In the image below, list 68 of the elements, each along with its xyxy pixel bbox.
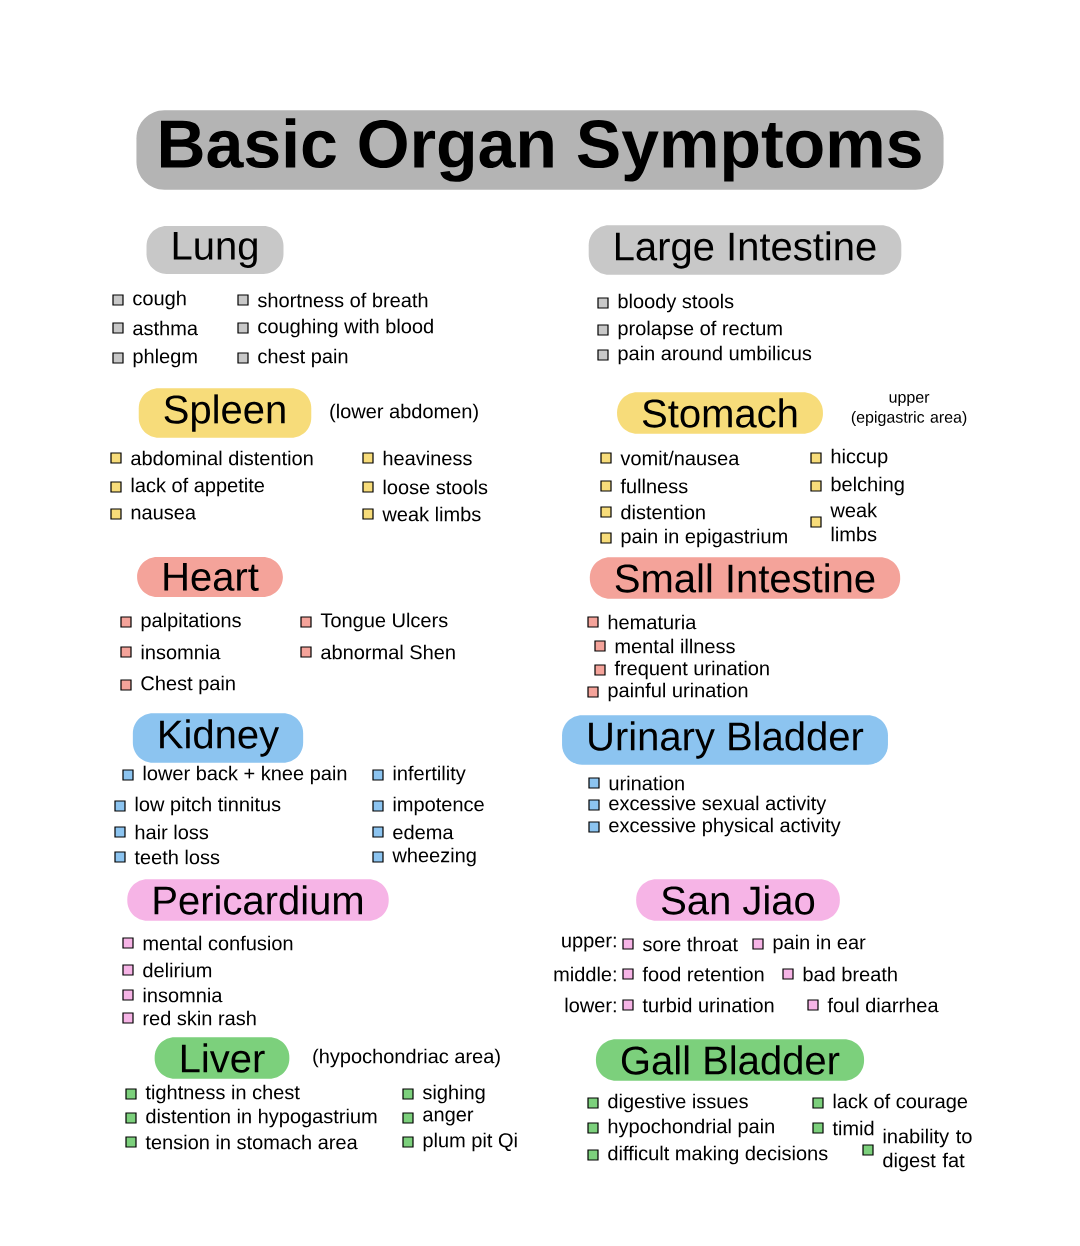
symptom-text: hiccup bbox=[831, 448, 888, 468]
symptom-text: pain around umbilicus bbox=[618, 345, 812, 365]
row-label: lower: bbox=[565, 997, 616, 1013]
symptom-text: Chest pain bbox=[141, 675, 235, 695]
heading-band: Liver bbox=[154, 1037, 290, 1079]
symptom-text: hypochondrial pain bbox=[608, 1118, 774, 1138]
symptom-text: wheezing bbox=[392, 847, 476, 867]
symptom-text: plum pit Qi bbox=[423, 1132, 517, 1152]
annotation-text: (lower abdomen) bbox=[330, 403, 478, 423]
heading-band: Pericardium bbox=[127, 879, 389, 921]
symptom-text: delirium bbox=[143, 962, 212, 978]
heading-band: Gall Bladder bbox=[595, 1039, 865, 1081]
symptom-text: weak limbs bbox=[382, 506, 481, 522]
symptom-text: tension in stomach area bbox=[145, 1134, 358, 1150]
symptom-text: hair loss bbox=[135, 824, 209, 840]
symptom-text: heaviness bbox=[383, 450, 472, 466]
symptom-text: bad breath bbox=[803, 966, 897, 982]
heading-band: Large Intestine bbox=[588, 225, 902, 275]
symptom-text: excessive physical activity bbox=[609, 817, 841, 837]
symptom-text: anger bbox=[423, 1110, 474, 1126]
symptom-text: pain in ear bbox=[773, 934, 866, 954]
symptom-text: timid bbox=[832, 1120, 874, 1136]
symptom-text: abnormal Shen bbox=[321, 644, 455, 660]
symptom-text: impotence bbox=[393, 796, 484, 816]
symptom-text: insomnia bbox=[143, 987, 223, 1003]
symptom-text: shortness of breath bbox=[257, 292, 428, 308]
symptom-text: nausea bbox=[131, 508, 196, 520]
symptom-text: mental illness bbox=[615, 638, 735, 654]
symptom-text: Tongue Ulcers bbox=[320, 612, 448, 632]
symptom-text: cough bbox=[133, 290, 186, 310]
symptom-text: sighing bbox=[422, 1084, 485, 1104]
symptom-text: prolapse of rectum bbox=[618, 320, 782, 340]
row-label: middle: bbox=[554, 966, 616, 982]
symptom-text: foul diarrhea bbox=[827, 997, 939, 1013]
symptom-text: turbid urination bbox=[642, 997, 774, 1013]
annotation-text: upper (epigastric area) bbox=[851, 394, 967, 426]
heading-band: Spleen bbox=[138, 388, 312, 438]
heading-band: Stomach bbox=[617, 392, 823, 434]
symptom-text: distention in hypogastrium bbox=[146, 1108, 377, 1128]
heading-band: Kidney bbox=[132, 713, 304, 763]
symptom-text: distention bbox=[621, 504, 705, 520]
symptom-text: infertility bbox=[393, 765, 466, 785]
symptom-text: lack of courage bbox=[833, 1093, 968, 1113]
symptom-text: bloody stools bbox=[618, 293, 734, 313]
annotation-text: (hypochondriac area) bbox=[313, 1048, 500, 1068]
title-banner: Basic Organ Symptoms bbox=[136, 110, 944, 190]
symptom-text: food retention bbox=[642, 966, 764, 982]
symptom-text: frequent urination bbox=[614, 660, 769, 680]
heading-band: San Jiao bbox=[636, 879, 840, 921]
symptom-text: lack of appetite bbox=[131, 477, 264, 497]
symptom-text: inability to digest fat bbox=[883, 1128, 972, 1172]
heading-band: Urinary Bladder bbox=[562, 715, 888, 765]
symptom-text: asthma bbox=[133, 320, 198, 336]
heading-band: Heart bbox=[137, 557, 283, 597]
symptom-text: low pitch tinnitus bbox=[135, 796, 281, 816]
symptom-text: insomnia bbox=[141, 644, 221, 660]
symptom-text: loose stools bbox=[383, 479, 488, 495]
symptom-text: excessive sexual activity bbox=[609, 795, 827, 815]
symptom-text: coughing with blood bbox=[258, 318, 433, 338]
symptom-text: belching bbox=[831, 476, 904, 496]
symptom-text: phlegm bbox=[133, 348, 197, 368]
symptom-text: chest pain bbox=[258, 348, 348, 368]
symptom-text: edema bbox=[393, 824, 454, 840]
heading-band: Lung bbox=[146, 226, 284, 274]
row-label: upper: bbox=[562, 936, 616, 952]
symptom-text: difficult making decisions bbox=[608, 1145, 828, 1165]
symptom-text: fullness bbox=[620, 478, 688, 494]
heading-band: Small Intestine bbox=[589, 557, 901, 599]
